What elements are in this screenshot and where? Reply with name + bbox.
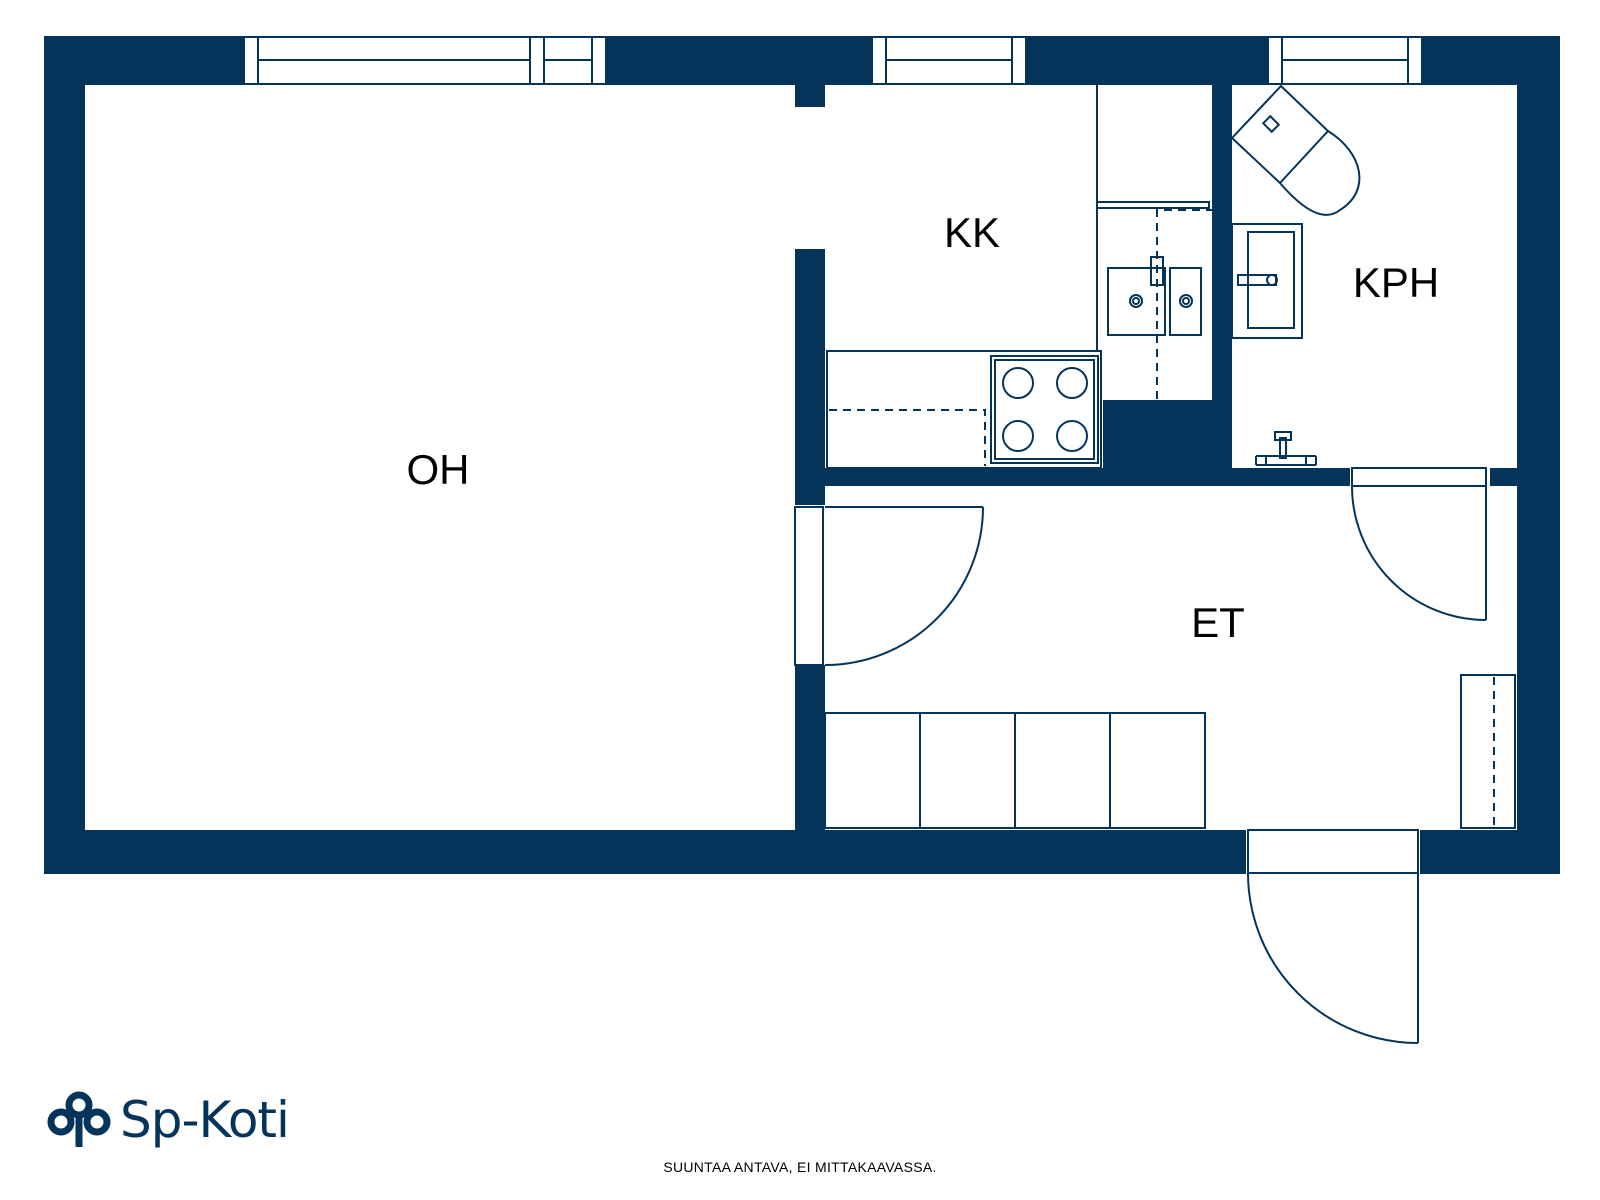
hallway-wardrobes [824, 712, 1206, 829]
stove-icon [990, 355, 1099, 464]
entrance-door [1247, 829, 1419, 1044]
kitchen-appliance-dashed [829, 409, 986, 466]
door-kph [1351, 467, 1487, 621]
brand-logo: Sp-Koti [46, 1085, 290, 1155]
brand-name: Sp-Koti [120, 1091, 290, 1149]
bathroom-sink-icon [1231, 223, 1303, 339]
window-oh [243, 36, 607, 85]
room-label-kph: KPH [1353, 259, 1439, 306]
kitchen-shelf [1096, 201, 1210, 209]
room-label-oh: OH [407, 446, 470, 493]
toilet-icon [1230, 84, 1361, 216]
window-kph [1267, 36, 1423, 85]
door-oh-et [794, 506, 984, 666]
kitchen-counter [826, 350, 1102, 469]
tree-logo-icon [47, 1091, 111, 1147]
footer-note: SUUNTAA ANTAVA, EI MITTAKAAVASSA. [663, 1159, 937, 1175]
walls [44, 36, 1560, 874]
kitchen-sink-icon [1107, 256, 1202, 336]
room-label-kk: KK [944, 209, 1000, 256]
shower-icon [1255, 431, 1317, 466]
hallway-closet [1460, 674, 1516, 829]
kitchen-wall-block [1103, 400, 1213, 470]
room-label-et: ET [1191, 599, 1245, 646]
window-kk [871, 36, 1027, 85]
